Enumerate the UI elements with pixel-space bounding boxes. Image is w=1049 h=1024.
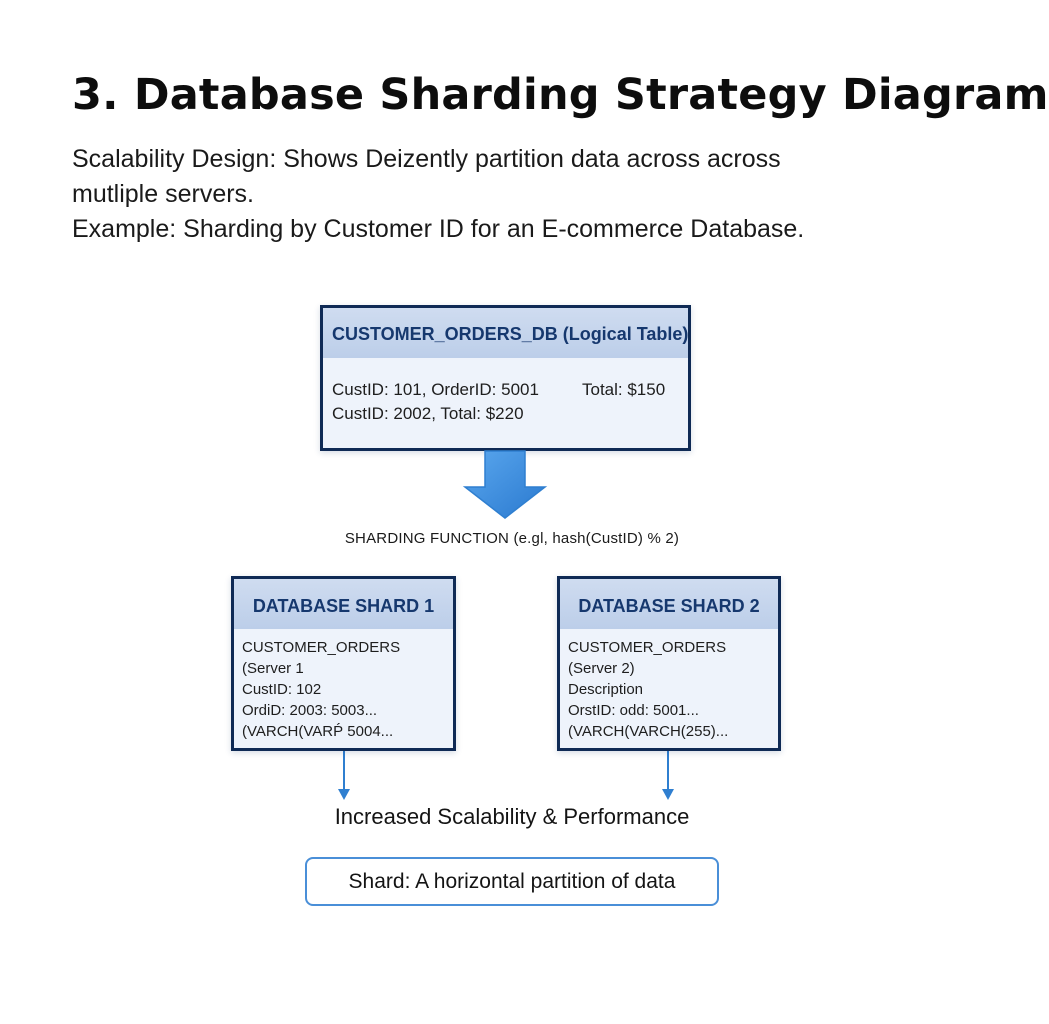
logical-table-row: CustID: 101, OrderID: 5001 xyxy=(332,380,539,399)
down-block-arrow-icon xyxy=(462,450,548,519)
definition-box: Shard: A horizontal partition of data xyxy=(305,857,719,906)
shard-body: CUSTOMER_ORDERS (Server 2) Description O… xyxy=(560,629,778,742)
shard-line: OrstID: odd: 5001... xyxy=(568,702,699,719)
arrows-layer xyxy=(338,450,674,800)
down-arrow-icon xyxy=(338,751,350,800)
description-line: Scalability Design: Shows Deizently part… xyxy=(72,145,781,173)
logical-table-body: CustID: 101, OrderID: 5001 CustID: 2002,… xyxy=(323,358,688,426)
shard-line: (Server 1 xyxy=(242,660,304,677)
shard-line: (VARCH(VARCH(255)... xyxy=(568,723,729,740)
logical-table-header: CUSTOMER_ORDERS_DB (Logical Table) xyxy=(323,308,688,358)
down-arrow-icon xyxy=(662,751,674,800)
shard-line: (VARCH(VARṔ 5004... xyxy=(242,723,394,740)
shard-line: CUSTOMER_ORDERS xyxy=(568,639,727,656)
diagram-description: Scalability Design: Shows Deizently part… xyxy=(72,142,932,247)
diagram-title: 3. Database Sharding Strategy Diagram xyxy=(72,70,1049,120)
description-line: mutliple servers. xyxy=(72,180,254,208)
shard-header: DATABASE SHARD 1 xyxy=(234,579,453,629)
shard-line: (Server 2) xyxy=(568,660,635,677)
description-line: Example: Sharding by Customer ID for an … xyxy=(72,215,805,243)
shard-body: CUSTOMER_ORDERS (Server 1 CustID: 102 Or… xyxy=(234,629,453,742)
sharding-function-label: SHARDING FUNCTION (e.gl, hash(CustID) % … xyxy=(344,530,680,547)
logical-table-box: CUSTOMER_ORDERS_DB (Logical Table) CustI… xyxy=(320,305,691,451)
shard-header: DATABASE SHARD 2 xyxy=(560,579,778,629)
shard-line: CUSTOMER_ORDERS xyxy=(242,639,401,656)
shard-1-box: DATABASE SHARD 1 CUSTOMER_ORDERS (Server… xyxy=(231,576,456,751)
shard-line: OrdiD: 2003: 5003... xyxy=(242,702,378,719)
shard-line: CustID: 102 xyxy=(242,681,322,698)
shard-2-box: DATABASE SHARD 2 CUSTOMER_ORDERS (Server… xyxy=(557,576,781,751)
logical-table-row: CustID: 2002, Total: $220 xyxy=(332,404,524,423)
shard-line: Description xyxy=(568,681,644,698)
result-label: Increased Scalability & Performance xyxy=(334,804,690,829)
logical-table-total: Total: $150 xyxy=(582,380,666,399)
